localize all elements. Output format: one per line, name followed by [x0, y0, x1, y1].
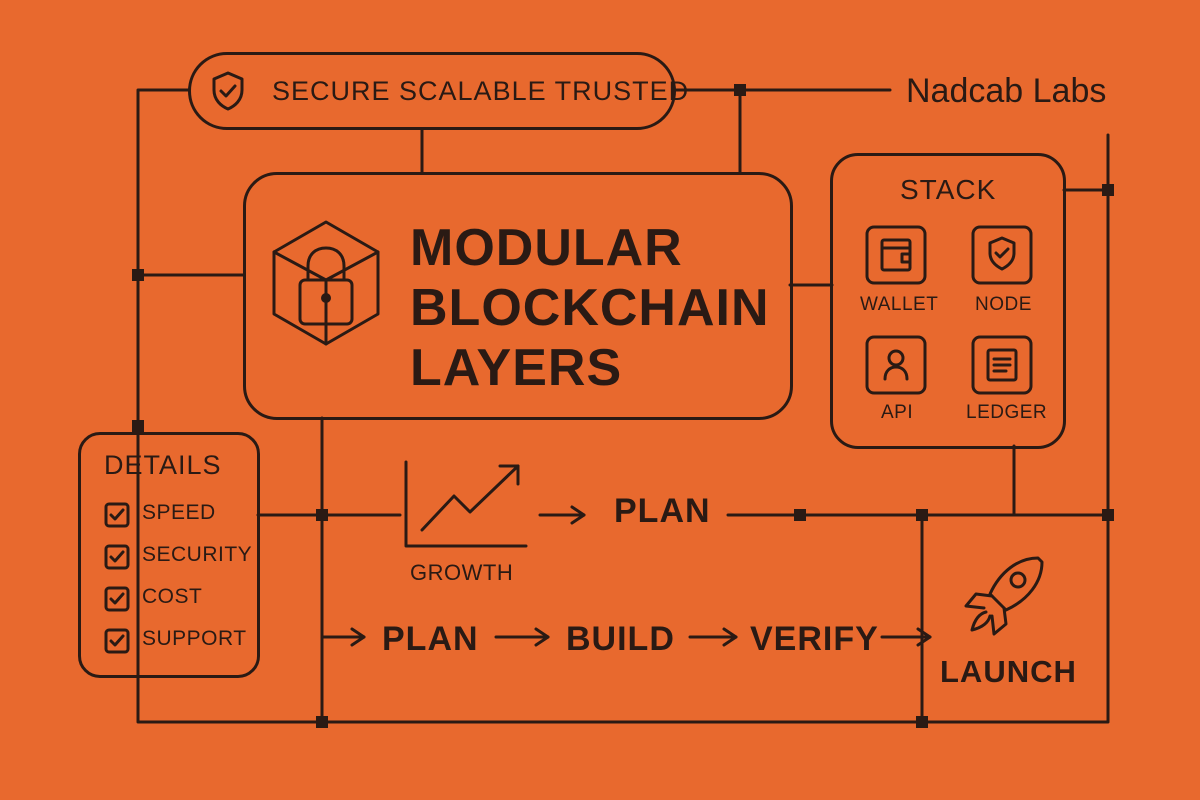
stack-item-node-label: NODE: [975, 294, 1032, 315]
details-title: DETAILS: [104, 450, 222, 480]
stack-title: STACK: [900, 174, 997, 205]
details-item-cost: COST: [142, 585, 203, 608]
details-panel: [78, 432, 260, 678]
hero-title-line-3: LAYERS: [410, 339, 623, 397]
trend-chart-icon: [400, 458, 530, 554]
stack-panel: [830, 153, 1066, 449]
brand-name: Nadcab Labs: [906, 72, 1107, 110]
details-item-speed: SPEED: [142, 501, 216, 524]
rocket-icon: [960, 550, 1050, 640]
stack-item-ledger-label: LEDGER: [966, 402, 1048, 423]
details-item-support: SUPPORT: [142, 627, 247, 650]
stack-item-wallet-label: WALLET: [860, 294, 939, 315]
checkbox-icon: [104, 586, 130, 612]
checkbox-icon: [104, 502, 130, 528]
checkbox-icon: [104, 628, 130, 654]
growth-plan-label: PLAN: [614, 492, 711, 530]
stack-item-api-label: API: [881, 402, 914, 423]
pipeline-step-plan: PLAN: [382, 620, 479, 658]
user-icon: [864, 334, 928, 396]
details-item-security: SECURITY: [142, 543, 253, 566]
pipeline-step-verify: VERIFY: [750, 620, 879, 658]
cube-lock-icon: [268, 218, 384, 348]
wallet-icon: [864, 224, 928, 286]
launch-label: LAUNCH: [940, 654, 1077, 689]
growth-label: GROWTH: [410, 560, 514, 585]
tagline-pill: [188, 52, 676, 130]
document-icon: [970, 334, 1034, 396]
hero-title-line-1: MODULAR: [410, 219, 683, 277]
pipeline-step-build: BUILD: [566, 620, 675, 658]
hero-panel: [243, 172, 793, 420]
shield-check-icon: [210, 70, 246, 112]
checkbox-icon: [104, 544, 130, 570]
hero-title-line-2: BLOCKCHAIN: [410, 279, 770, 337]
shield-icon: [970, 224, 1034, 286]
tagline-text: SECURE SCALABLE TRUSTED: [272, 76, 690, 106]
